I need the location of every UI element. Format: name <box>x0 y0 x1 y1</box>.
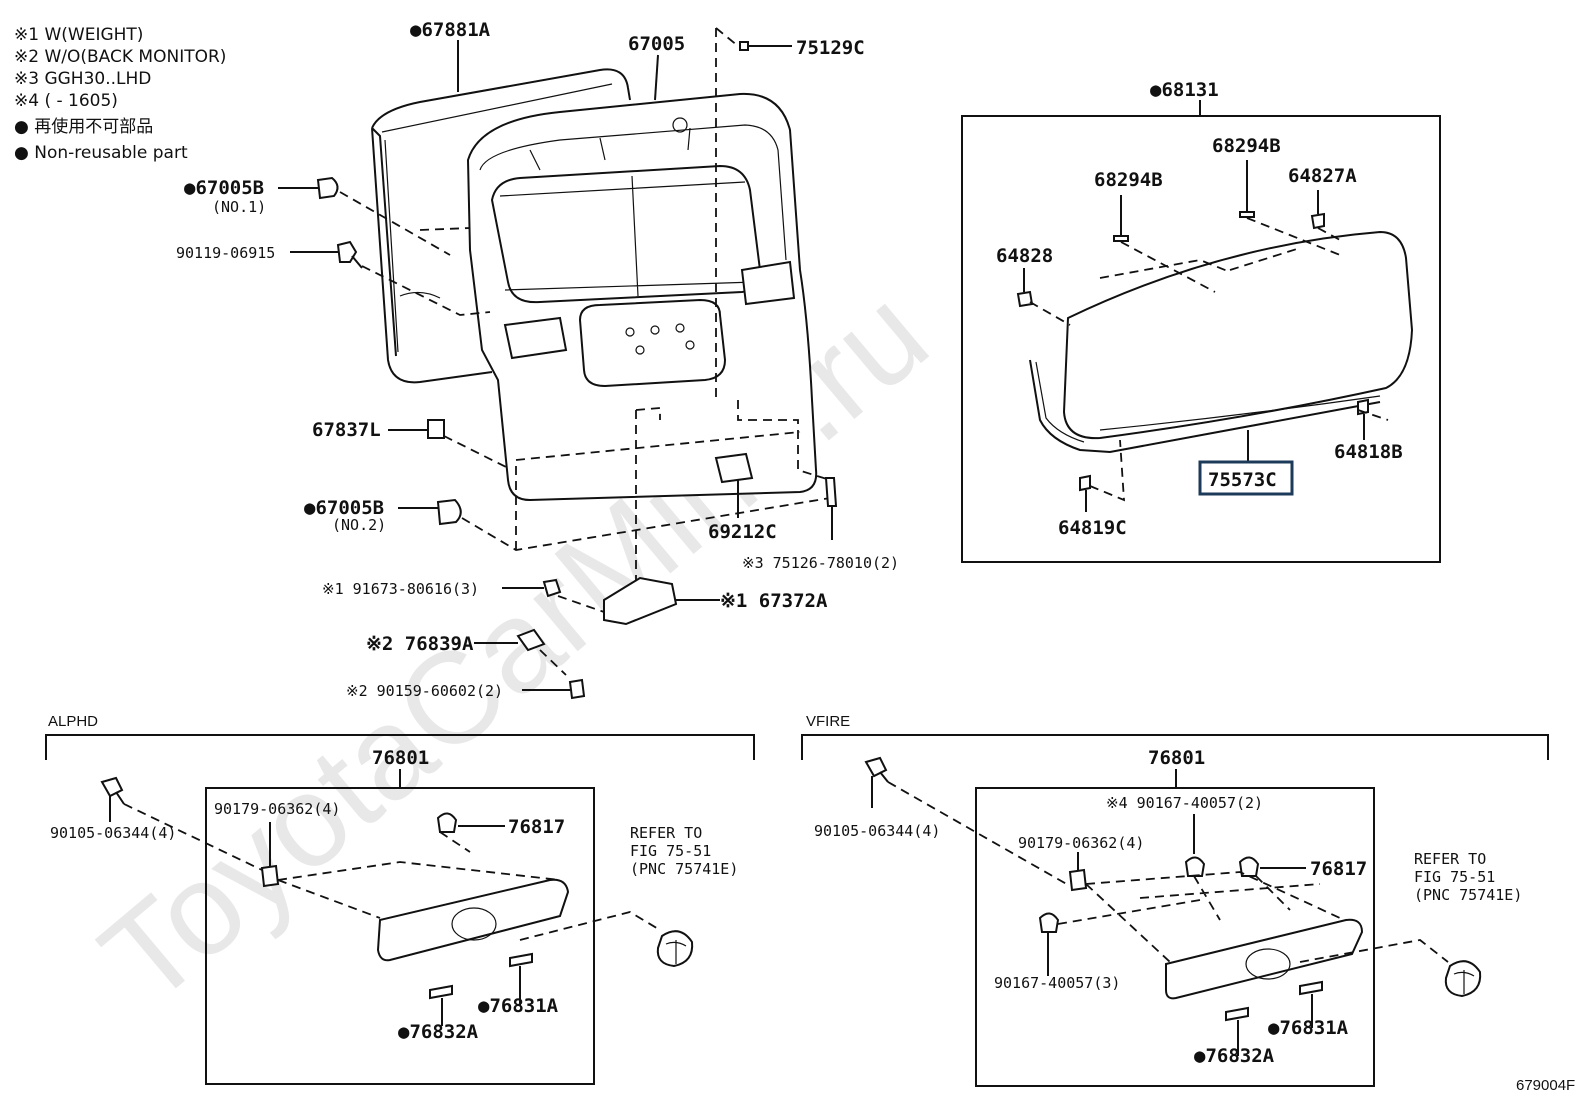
weatherstrip-67881A <box>371 68 631 384</box>
note-2: ※2 W/O(BACK MONITOR) <box>14 47 226 67</box>
box-76801-alphd <box>205 787 595 1085</box>
label-64828: 64828 <box>996 245 1053 267</box>
box-76801-vfire <box>975 787 1375 1087</box>
label-90105-06344-vfire: 90105-06344(4) <box>814 822 940 840</box>
refer-line1-alphd: REFER TO <box>630 824 702 842</box>
screw-91673-80616 <box>542 578 562 598</box>
clip-68294B-right <box>1239 211 1255 218</box>
emblem-vfire <box>1444 960 1482 998</box>
clip-76831A-vfire <box>1299 980 1323 996</box>
label-67005B-no1: ●67005B <box>184 177 264 199</box>
refer-line2-alphd: FIG 75-51 <box>630 842 711 860</box>
label-91673-80616: ※1 91673-80616(3) <box>322 580 479 598</box>
label-67005: 67005 <box>628 33 685 55</box>
label-67881A: ●67881A <box>410 19 491 41</box>
label-76832A-alphd: ●76832A <box>398 1021 479 1043</box>
label-90167-40057-lower: 90167-40057(3) <box>994 974 1120 992</box>
bolt-90105-06344-alphd <box>100 776 124 798</box>
clip-64828 <box>1016 290 1034 308</box>
refer-line3-vfire: (PNC 75741E) <box>1414 886 1522 904</box>
figure-id: 679004F <box>1516 1077 1575 1094</box>
section-alphd-title: ALPHD <box>48 713 98 730</box>
back-door-window-opening <box>490 164 762 304</box>
label-90159-60602: ※2 90159-60602(2) <box>346 682 503 700</box>
label-64818B: 64818B <box>1334 441 1403 463</box>
note-4: ※4 ( - 1605) <box>14 91 118 111</box>
label-75573C[interactable]: 75573C <box>1208 469 1277 491</box>
label-67005B-no2: ●67005B <box>304 497 384 519</box>
lamp-pocket-left <box>503 316 568 360</box>
note-non-reusable-jp: ● 再使用不可部品 <box>14 116 153 137</box>
refer-line3-alphd: (PNC 75741E) <box>630 860 738 878</box>
clip-68294B-left <box>1113 235 1129 242</box>
clip-76817-alphd <box>436 812 458 833</box>
label-90179-06362-vfire: 90179-06362(4) <box>1018 834 1144 852</box>
section-vfire-title: VFIRE <box>806 713 850 730</box>
bolt-90105-06344-vfire <box>864 756 888 778</box>
section-vfire-bracket <box>801 734 1549 760</box>
label-90179-06362-alphd: 90179-06362(4) <box>214 800 340 818</box>
label-64827A: 64827A <box>1288 165 1357 187</box>
clip-64827A <box>1310 212 1325 230</box>
highlight-box-75573C[interactable] <box>1198 460 1294 496</box>
label-68294B-right: 68294B <box>1212 135 1281 157</box>
label-90119-06915: 90119-06915 <box>176 244 275 262</box>
label-76817-vfire: 76817 <box>1310 858 1367 880</box>
lamp-pocket-right <box>740 260 796 306</box>
clip-76832A-alphd <box>429 984 453 1000</box>
spoiler-panel <box>1062 230 1414 440</box>
clip-76832A-vfire <box>1225 1006 1249 1022</box>
label-64819C: 64819C <box>1058 517 1127 539</box>
clip-64819C <box>1079 474 1091 492</box>
garnish-76801-alphd <box>376 878 570 962</box>
refer-line2-vfire: FIG 75-51 <box>1414 868 1495 886</box>
cushion-67005B-no2 <box>436 498 462 526</box>
nut-90179-06362-alphd <box>260 864 280 888</box>
label-76801-vfire: 76801 <box>1148 747 1205 769</box>
label-75126-78010: ※3 75126-78010(2) <box>742 554 899 572</box>
label-68294B-left: 68294B <box>1094 169 1163 191</box>
screw-90159-60602 <box>568 678 586 700</box>
emblem-alphd <box>656 930 694 968</box>
label-76801-alphd: 76801 <box>372 747 429 769</box>
label-67372A: ※1 67372A <box>720 590 828 612</box>
label-90105-06344-alphd: 90105-06344(4) <box>50 824 176 842</box>
cushion-67005B-no1 <box>316 176 339 200</box>
clip-76831A-alphd <box>509 952 533 968</box>
clip-75129C <box>739 41 749 51</box>
label-75129C: 75129C <box>796 37 865 59</box>
bolt-90167-40057-upper <box>1184 856 1206 877</box>
label-76832A-vfire: ●76832A <box>1194 1045 1275 1067</box>
lock-67372A <box>603 576 678 626</box>
bolt-90167-40057-lower <box>1038 912 1060 933</box>
license-plate-recess <box>578 298 727 388</box>
label-68131: ●68131 <box>1150 79 1219 101</box>
bracket-76839A <box>516 628 546 652</box>
nut-90179-06362-vfire <box>1068 868 1088 892</box>
label-90167-40057-upper: ※4 90167-40057(2) <box>1106 794 1263 812</box>
bracket-69212C <box>714 452 754 484</box>
label-76831A-vfire: ●76831A <box>1268 1017 1349 1039</box>
note-1: ※1 W(WEIGHT) <box>14 25 143 45</box>
label-69212C: 69212C <box>708 521 777 543</box>
section-alphd-bracket <box>45 734 755 760</box>
note-non-reusable-en: ● Non-reusable part <box>14 143 188 163</box>
refer-line1-vfire: REFER TO <box>1414 850 1486 868</box>
screw-75126-78010 <box>824 477 838 507</box>
label-no2: (NO.2) <box>332 516 386 534</box>
note-3: ※3 GGH30..LHD <box>14 69 151 89</box>
garnish-strip <box>1029 359 1381 454</box>
garnish-76801-vfire <box>1165 918 1364 1000</box>
cushion-67837L <box>427 419 445 439</box>
label-no1: (NO.1) <box>212 198 266 216</box>
label-76831A-alphd: ●76831A <box>478 995 559 1017</box>
label-76839A: ※2 76839A <box>366 633 474 655</box>
label-76817-alphd: 76817 <box>508 816 565 838</box>
label-67837L: 67837L <box>312 419 381 441</box>
clip-76817-vfire <box>1238 856 1260 877</box>
